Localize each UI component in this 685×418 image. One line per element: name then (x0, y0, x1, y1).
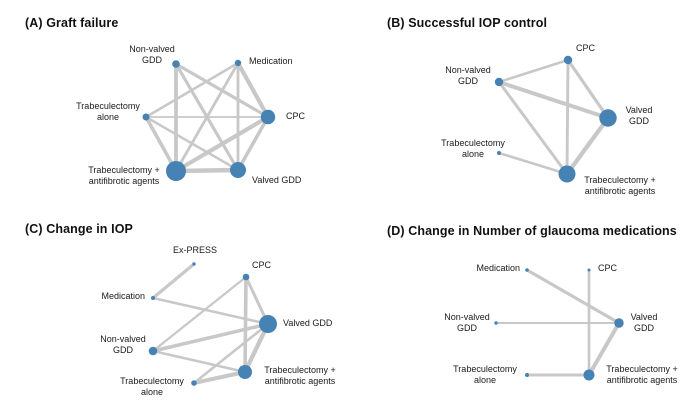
panel-a-title: (A) Graft failure (25, 16, 119, 30)
panel-b-label-cpc: CPC (576, 43, 596, 53)
panel-c-node-valved-gdd (259, 315, 277, 333)
panel-c-label-trabeculectomy-antifibrotic: Trabeculectomy +antifibrotic agents (264, 365, 336, 386)
panel-b-edge-trabeculectomy-alone--trabeculectomy-antifibrotic (498, 151, 568, 176)
panel-a-edge-medication--trabeculectomy-alone (145, 61, 239, 119)
panel-a-node-trabeculectomy-antifibrotic (166, 161, 186, 181)
panel-a-edge-cpc--trabeculectomy-antifibrotic (174, 115, 270, 173)
panel-b-node-trabeculectomy-alone (497, 151, 501, 155)
panel-b-edge-non-valved-gdd--valved-gdd (498, 80, 609, 120)
panel-a-node-cpc (260, 109, 276, 125)
panel-d-label-medication: Medication (476, 263, 520, 273)
panel-a-node-valved-gdd (230, 162, 246, 178)
panel-c-node-ex-press (192, 262, 196, 266)
panel-a-label-valved-gdd: Valved GDD (252, 175, 302, 185)
panel-c-label-ex-press: Ex-PRESS (172, 245, 218, 255)
panel-d-edge-medication--valved-gdd (526, 268, 620, 325)
panel-c-title: (C) Change in IOP (25, 222, 133, 236)
panel-c-edge-medication--valved-gdd (152, 296, 269, 326)
panel-c-edge-trabeculectomy-alone--trabeculectomy-antifibrotic (193, 370, 246, 385)
panel-b-edge-non-valved-gdd--trabeculectomy-antifibrotic (497, 81, 569, 175)
panel-c-edge-non-valved-gdd--valved-gdd (152, 322, 269, 353)
panel-b-edge-cpc--valved-gdd (566, 59, 610, 119)
panel-d-label-cpc: CPC (598, 263, 618, 273)
panel-b-node-trabeculectomy-antifibrotic (558, 165, 576, 183)
panel-b-node-non-valved-gdd (494, 77, 504, 87)
panel-d-node-trabeculectomy-alone (525, 373, 529, 377)
panel-d-node-medication (525, 268, 529, 272)
panel-c-edge-cpc--trabeculectomy-antifibrotic (243, 276, 248, 373)
panel-a-edge-cpc--valved-gdd (236, 116, 270, 171)
panel-c-edge-trabeculectomy-alone--valved-gdd (193, 322, 269, 385)
panel-c-edge-medication--ex-press (151, 262, 196, 300)
panel-c-node-medication (151, 296, 155, 300)
panel-d-node-cpc (587, 268, 591, 272)
panel-d-label-trabeculectomy-antifibrotic: Trabeculectomy +antifibrotic agents (606, 364, 678, 385)
panel-a-edge-medication--cpc (236, 61, 270, 119)
panel-d-node-non-valved-gdd (494, 321, 498, 325)
panel-c-label-valved-gdd: Valved GDD (283, 318, 333, 328)
panel-b-node-valved-gdd (599, 109, 617, 127)
panel-d-edge-valved-gdd--trabeculectomy-antifibrotic (587, 322, 621, 376)
panel-b-edge-cpc--trabeculectomy-antifibrotic (565, 59, 570, 175)
panel-a-label-trabeculectomy-antifibrotic: Trabeculectomy +antifibrotic agents (88, 165, 160, 186)
panel-a-node-trabeculectomy-alone (142, 113, 150, 121)
panel-b-title: (B) Successful IOP control (387, 16, 548, 30)
panel-a-node-non-valved-gdd (172, 60, 180, 68)
panel-a-label-cpc: CPC (286, 111, 306, 121)
panel-a-edge-trabeculectomy-alone--trabeculectomy-antifibrotic (144, 116, 178, 172)
panel-d-node-trabeculectomy-antifibrotic (583, 369, 595, 381)
panel-c-edge-non-valved-gdd--cpc (152, 276, 247, 352)
panel-c-label-medication: Medication (101, 291, 145, 301)
panel-d-node-valved-gdd (614, 318, 624, 328)
panel-c-node-non-valved-gdd (148, 346, 158, 356)
panel-c-edge-non-valved-gdd--trabeculectomy-antifibrotic (152, 349, 246, 374)
panel-c-node-cpc (242, 273, 250, 281)
panel-c-node-trabeculectomy-alone (191, 380, 197, 386)
panel-c-label-cpc: CPC (252, 260, 272, 270)
panel-a-node-medication (234, 59, 242, 67)
panel-a-edge-valved-gdd--trabeculectomy-antifibrotic (175, 167, 239, 174)
panel-a-edge-trabeculectomy-alone--valved-gdd (145, 115, 239, 172)
panel-b-edge-valved-gdd--trabeculectomy-antifibrotic (565, 116, 610, 176)
panel-d-title: (D) Change in Number of glaucoma medicat… (387, 224, 677, 238)
panel-b-node-cpc (563, 55, 573, 65)
panel-b-edge-non-valved-gdd--cpc (498, 58, 569, 84)
panel-c-node-trabeculectomy-antifibrotic (238, 365, 252, 379)
panel-b-label-trabeculectomy-antifibrotic: Trabeculectomy +antifibrotic agents (584, 175, 656, 196)
panel-a-label-medication: Medication (249, 56, 293, 66)
